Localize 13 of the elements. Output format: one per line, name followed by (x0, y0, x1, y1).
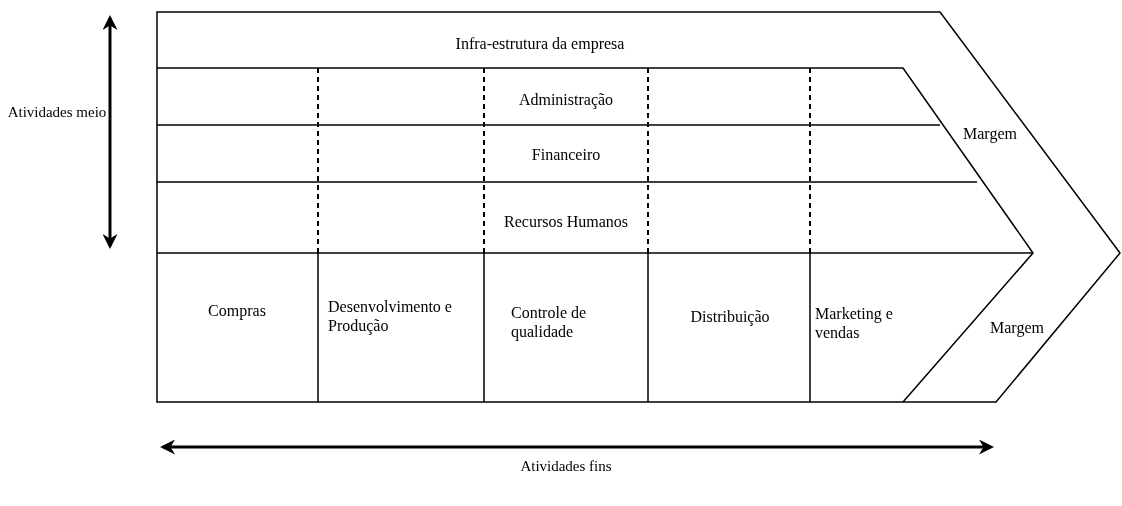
support-activity-band-label: Infra-estrutura da empresa (390, 34, 690, 53)
primary-activity-label: Desenvolvimento e Produção (328, 297, 468, 335)
support-activity-band-label: Recursos Humanos (486, 212, 646, 231)
support-activity-band-label: Financeiro (491, 145, 641, 164)
axis-label: Atividades meio (7, 103, 107, 122)
margin-label: Margem (982, 318, 1052, 337)
primary-activity-label: Marketing e vendas (815, 304, 901, 342)
margin-label: Margem (955, 124, 1025, 143)
primary-activity-label: Compras (177, 301, 297, 320)
axis-label: Atividades fins (519, 457, 613, 476)
primary-activity-label: Controle de qualidade (511, 303, 621, 341)
primary-activity-label: Distribuição (670, 307, 790, 326)
support-activity-band-label: Administração (491, 90, 641, 109)
